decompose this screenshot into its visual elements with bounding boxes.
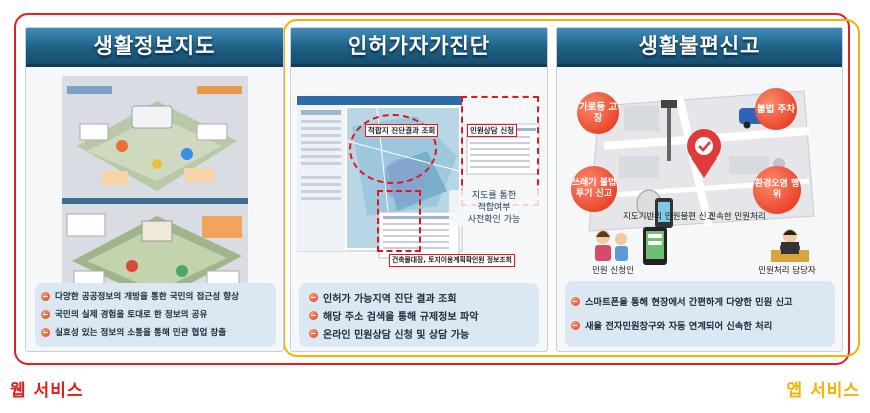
smartphone-icon — [643, 227, 667, 265]
bullet-icon — [309, 292, 318, 302]
quick-process-label: 신속한 민원처리 — [708, 212, 766, 222]
bullet-icon — [41, 291, 50, 301]
diagnosis-result-callout: 적합지 진단결과 조회 — [365, 124, 439, 137]
life-info-map-panel: 생활정보지도 — [25, 27, 284, 352]
register-lookup-callout: 건축물대장, 토지이용계획확인원 정보조회 — [389, 254, 515, 267]
citizen-icon — [595, 230, 628, 261]
city-map-illustration — [62, 76, 248, 304]
bullet-item: 인허가 가능지역 진단 결과 조회 — [309, 288, 529, 306]
bullet-item: 새올 전자민원창구와 자동 연계되어 신속한 처리 — [571, 313, 829, 337]
map-check-caption: 지도를 통한 적합여부 사전확인 가능 — [449, 190, 539, 226]
web-service-frame — [14, 13, 850, 365]
bullet-item: 스마트폰을 통해 현장에서 간편하게 다양한 민원 신고 — [571, 289, 829, 313]
panel-title: 생활불편신고 — [557, 28, 842, 67]
bullet-icon — [571, 296, 580, 306]
citizen-label: 민원 신청인 — [592, 266, 634, 276]
permit-diagnosis-bullets: 인허가 가능지역 진단 결과 조회 해당 주소 검색을 통해 규제정보 파악 온… — [299, 283, 539, 347]
bullet-item: 국민의 실제 경험을 토대로 한 정보의 공유 — [41, 305, 270, 323]
illegal-parking-bubble: 불법 주차 — [755, 88, 797, 130]
map-report-label: 지도기반의 민원불편 신고 — [623, 212, 715, 222]
app-service-frame — [283, 19, 860, 357]
bullet-item: 해당 주소 검색을 통해 규제정보 파악 — [309, 306, 529, 324]
bullet-icon — [309, 328, 318, 338]
bullet-icon — [41, 327, 50, 337]
life-info-map-bullets: 다양한 공공정보의 개방을 통한 국민의 접근성 향상 국민의 실제 경험을 토… — [35, 283, 276, 347]
officer-label: 민원처리 담당자 — [758, 266, 816, 276]
bullet-icon — [309, 310, 318, 320]
bullet-icon — [41, 309, 50, 319]
streetlight-bubble: 가로등 고장 — [577, 92, 619, 134]
bullet-item: 온라인 민원상담 신청 및 상담 가능 — [309, 324, 529, 342]
bullet-item: 실효성 있는 정보의 소통을 통해 민관 협업 창출 — [41, 323, 270, 341]
littering-bubble: 쓰레기 불법투기 신고 — [571, 166, 617, 212]
officer-icon — [771, 229, 809, 262]
register-highlight-box — [377, 190, 421, 252]
diagnosis-highlight-circle — [349, 114, 437, 184]
report-bullets: 스마트폰을 통해 현장에서 간편하게 다양한 민원 신고 새올 전자민원창구와 … — [565, 281, 835, 347]
life-inconvenience-report-panel: 생활불편신고 — [556, 27, 843, 352]
panel-title: 인허가자가진단 — [291, 28, 547, 67]
panel-title: 생활정보지도 — [26, 28, 283, 67]
web-service-label: 웹 서비스 — [10, 381, 84, 401]
bullet-icon — [571, 320, 580, 330]
app-service-label: 앱 서비스 — [786, 381, 860, 401]
bullet-item: 다양한 공공정보의 개방을 통한 국민의 접근성 향상 — [41, 287, 270, 305]
consult-apply-callout: 민원상담 신청 — [467, 124, 518, 137]
city-map-image — [62, 76, 248, 304]
permit-self-diagnosis-panel: 인허가자가진단 — [290, 27, 548, 352]
pollution-bubble: 환경오염 행위 — [753, 166, 801, 214]
